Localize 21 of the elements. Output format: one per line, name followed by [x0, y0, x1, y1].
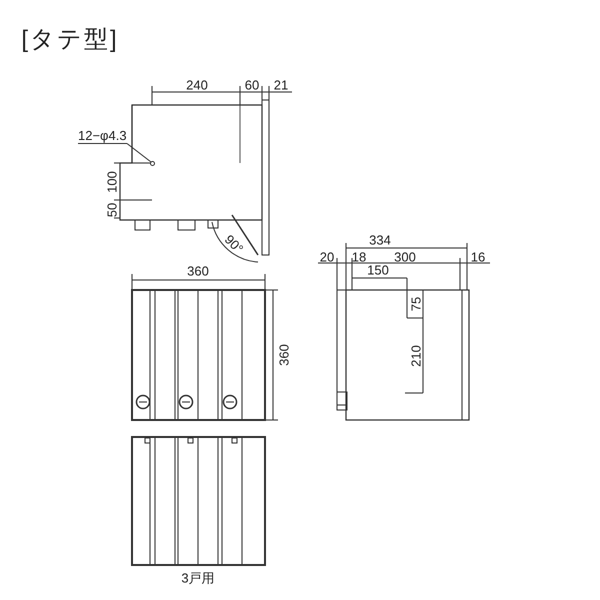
- dimension-label: 50: [106, 202, 118, 218]
- dimension-label: 150: [367, 264, 389, 276]
- dimension-label: 16: [470, 250, 486, 264]
- dimension-label: 300: [394, 250, 416, 264]
- dimension-label: 100: [106, 171, 118, 193]
- dimension-label: 20: [320, 250, 334, 264]
- angle-label: 90°: [222, 232, 246, 256]
- dimension-label: 334: [369, 234, 391, 246]
- dimension-label: 21: [274, 78, 288, 92]
- dimension-label: 18: [352, 250, 366, 264]
- leader-line: [126, 143, 152, 162]
- caption: 3戸用: [181, 572, 215, 584]
- dimension-label: 240: [186, 78, 208, 92]
- dimension-label: 210: [410, 345, 422, 367]
- dimension-label: 360: [187, 264, 209, 278]
- title: [タテ型]: [21, 28, 119, 52]
- callout-label: 12−φ4.3: [78, 129, 127, 144]
- mounting-hole: [150, 161, 155, 166]
- dimension-label: 75: [410, 296, 422, 312]
- dimension-label: 60: [244, 78, 260, 92]
- dimension-label: 360: [278, 344, 290, 366]
